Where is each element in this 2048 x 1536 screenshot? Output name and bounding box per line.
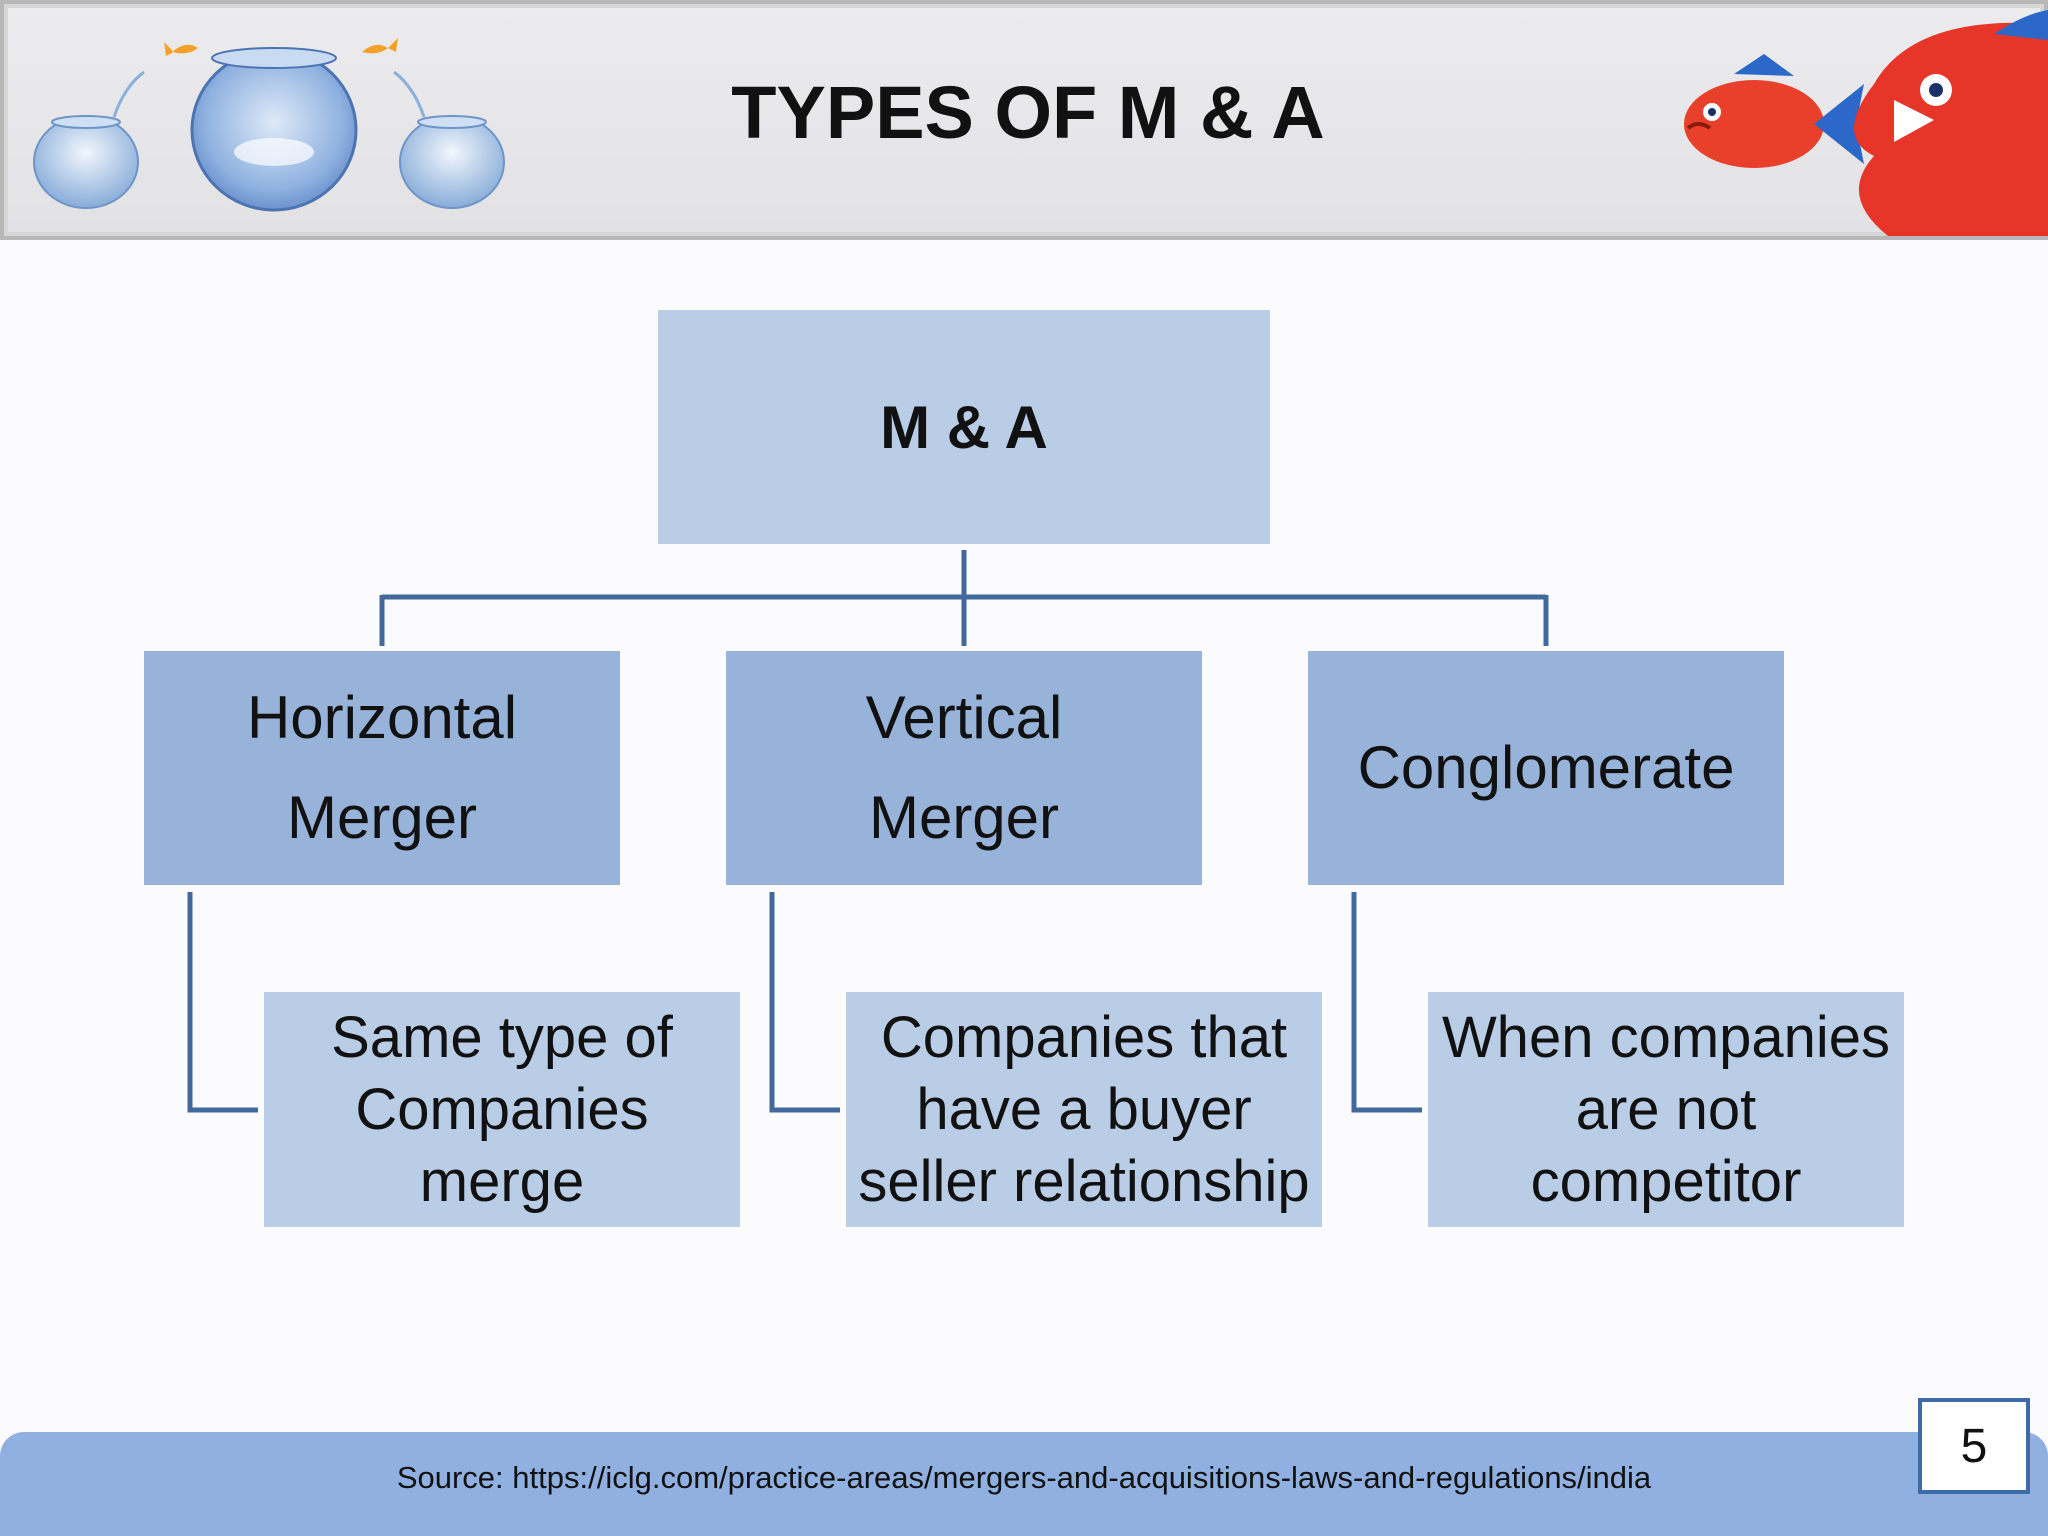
description-line: Companies xyxy=(355,1076,649,1142)
description-line: seller relationship xyxy=(858,1148,1310,1214)
description-line: have a buyer xyxy=(916,1076,1252,1142)
description-line: competitor xyxy=(1530,1148,1802,1214)
node-title-line: Merger xyxy=(286,784,478,851)
description-vertical-merger: Companies that have a buyer seller relat… xyxy=(846,992,1322,1227)
description-line: When companies xyxy=(1441,1004,1891,1070)
header-banner: TYPES OF M & A xyxy=(0,0,2048,240)
description-line: merge xyxy=(419,1148,585,1214)
page-title: TYPES OF M & A xyxy=(731,71,1325,154)
fishbowl-jump-illustration xyxy=(33,38,505,212)
description-line: are not xyxy=(1575,1076,1757,1142)
root-node-m-and-a: M & A xyxy=(658,310,1270,544)
elbow-vertical-to-description xyxy=(769,892,840,1113)
node-title-line: Conglomerate xyxy=(1357,734,1735,801)
node-title-line: Horizontal xyxy=(246,684,518,751)
description-line: Same type of xyxy=(331,1004,673,1070)
description-horizontal-merger: Same type of Companies merge xyxy=(264,992,740,1227)
node-conglomerate: Conglomerate xyxy=(1308,651,1784,885)
elbow-conglomerate-to-description xyxy=(1351,892,1422,1113)
big-fish-eats-small-fish-illustration xyxy=(1684,10,2048,236)
description-conglomerate: When companies are not competitor xyxy=(1428,992,1904,1227)
node-vertical-merger: Vertical Merger xyxy=(726,651,1202,885)
node-horizontal-merger: Horizontal Merger xyxy=(144,651,620,885)
page-number-box: 5 xyxy=(1918,1398,2030,1494)
page-number: 5 xyxy=(1960,1419,1988,1473)
elbow-horizontal-to-description xyxy=(187,892,258,1113)
description-line: Companies that xyxy=(880,1004,1288,1070)
root-node-label: M & A xyxy=(880,393,1048,461)
source-citation: Source: https://iclg.com/practice-areas/… xyxy=(396,1460,1652,1495)
node-title-line: Vertical xyxy=(865,684,1063,751)
node-title-line: Merger xyxy=(868,784,1060,851)
footer-band xyxy=(0,1432,2048,1536)
